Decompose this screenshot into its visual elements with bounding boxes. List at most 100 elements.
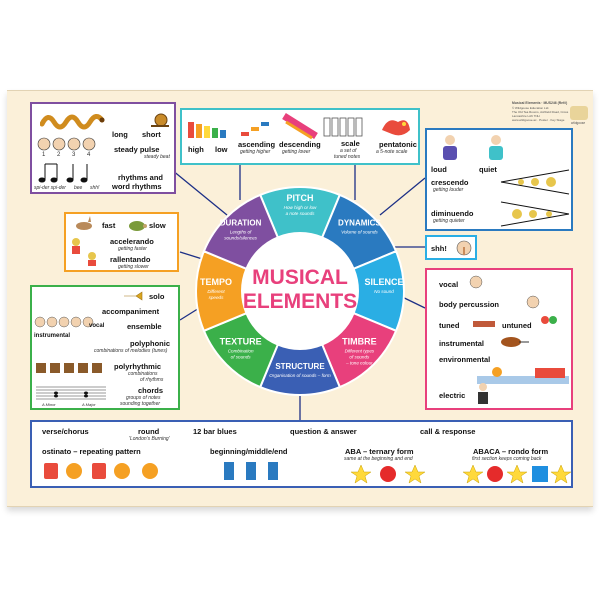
wheel-desc-texture: Combination: [228, 348, 254, 353]
pitch-pentatonic: pentatonic: [379, 140, 417, 149]
shh-face-icon: [456, 240, 472, 256]
dynamics-getting-quieter: getting quieter: [433, 218, 465, 224]
texture-poly-desc2: of rhythms: [140, 377, 164, 383]
dynamics-getting-louder: getting louder: [433, 187, 464, 193]
loud-figure-icon: [443, 135, 457, 160]
structure-12-bar: 12 bar blues: [193, 427, 237, 436]
texture-instrumental: instrumental: [34, 333, 71, 339]
texture-polyphonic-desc: combinations of melodies (tunes): [94, 348, 168, 354]
svg-text:2: 2: [57, 152, 61, 158]
structure-aba: ABA – ternary form: [345, 447, 414, 456]
wheel-label-dynamics: DYNAMICS: [338, 219, 381, 228]
pitch-descending: descending: [279, 140, 321, 149]
structure-abaca: ABACA – rondo form: [473, 447, 549, 456]
tempo-slow: slow: [149, 221, 166, 230]
timbre-electric: electric: [439, 391, 466, 400]
wheel-desc-pitch: How high or low: [284, 205, 317, 210]
timbre-environmental: environmental: [439, 355, 491, 364]
xylophone-icon: [188, 122, 226, 138]
pitch-scale-desc2: tuned notes: [334, 154, 361, 160]
wheel-label-timbre: TIMBRE: [342, 336, 377, 346]
wheel-desc-pitch: a note sounds: [286, 211, 316, 216]
tempo-getting-slower: getting slower: [118, 264, 149, 270]
scale-icon: [323, 117, 363, 137]
duration-spider: spi-der spi-der: [34, 185, 66, 191]
dynamics-panel: loud quiet crescendo getting louder dimi…: [425, 128, 573, 231]
wheel-desc-timbre: – tone colour: [345, 360, 373, 365]
silence-panel: shh!: [425, 235, 477, 260]
drums-row-icon: [36, 363, 102, 373]
structure-verse-chorus: verse/chorus: [42, 427, 89, 436]
crescendo-icon: [500, 169, 570, 195]
timbre-panel: vocal body percussion tuned untuned inst…: [425, 268, 573, 410]
structure-round-desc: 'London's Burning': [129, 436, 170, 442]
texture-chords-desc1: groups of notes: [126, 395, 161, 401]
wheel-label-texture: TEXTURE: [220, 336, 262, 346]
pitch-scale: scale: [341, 139, 360, 148]
drummers-icon: 1 2 3 4: [37, 137, 96, 158]
svg-text:1: 1: [42, 152, 46, 158]
dragon-icon: [382, 120, 410, 136]
wheel-label-duration: DURATION: [220, 219, 262, 228]
snake-icon: [40, 114, 105, 130]
chord-staff-icon: [36, 386, 106, 400]
timbre-tuned: tuned: [439, 321, 460, 330]
abaca-shapes-icon: [462, 464, 572, 484]
wheel-desc-duration: sounds/silences: [224, 236, 257, 241]
duration-steady-pulse: steady pulse: [114, 145, 160, 154]
wheel-desc-structure: Organisation of sounds – form: [269, 373, 331, 378]
structure-ostinato: ostinato – repeating pattern: [42, 447, 141, 456]
clapping-icon: [526, 295, 540, 309]
trumpet-icon: [124, 291, 143, 301]
wheel-desc-dynamics: Volume of sounds: [341, 230, 378, 235]
structure-call-response: call & response: [420, 427, 476, 436]
tempo-getting-faster: getting faster: [118, 246, 147, 252]
wheel-center: [242, 233, 358, 349]
texture-vocal: vocal: [89, 323, 105, 329]
duration-steady-beat: steady beat: [144, 154, 170, 160]
wheel-label-structure: STRUCTURE: [275, 362, 325, 371]
wheel-desc-silence: No sound: [374, 289, 394, 294]
publisher-logo: [570, 106, 588, 120]
texture-panel: solo accompaniment ensemble vocal instru…: [30, 285, 180, 410]
structure-abaca-desc: first section keeps coming back: [472, 456, 542, 462]
dynamics-quiet: quiet: [479, 165, 497, 174]
pitch-getting-lower: getting lower: [282, 149, 311, 155]
pitch-pentatonic-desc: a 5-note scale: [376, 149, 408, 155]
publisher-line3: The Old Tea Rooms, Ashfield Road, Cross: [512, 110, 569, 114]
duration-short: short: [142, 130, 161, 139]
diminuendo-icon: [500, 201, 570, 227]
glockenspiel-icon: [282, 113, 318, 140]
ascending-icon: [241, 122, 269, 136]
dynamics-diminuendo: diminuendo: [431, 209, 474, 218]
tempo-rallentando: rallentando: [110, 255, 151, 264]
structure-panel: verse/chorus round 'London's Burning' 12…: [30, 420, 573, 488]
guitarist-icon: [478, 383, 488, 404]
timbre-untuned: untuned: [502, 321, 532, 330]
timbre-vocal: vocal: [439, 280, 459, 289]
tuned-xylophone-icon: [473, 321, 495, 327]
snail-icon: [151, 113, 169, 127]
pitch-high: high: [188, 145, 204, 154]
texture-a-minor: A Minor: [42, 402, 56, 407]
environment-scene-icon: [477, 367, 569, 384]
pitch-scale-desc1: a set of: [340, 148, 357, 154]
wheel-desc-timbre: of sounds: [349, 354, 370, 359]
texture-polyphonic: polyphonic: [130, 339, 170, 348]
tempo-fast: fast: [102, 221, 116, 230]
tortoise-icon: [129, 221, 147, 231]
center-title-line1: MUSICAL: [252, 266, 348, 289]
hare-icon: [76, 216, 92, 230]
pitch-panel: high low ascending getting higher descen…: [180, 108, 420, 165]
publisher-line4: Lancashire LA6 7NH: [512, 114, 540, 118]
texture-accompaniment: accompaniment: [102, 307, 160, 316]
svg-text:4: 4: [87, 152, 91, 158]
publisher-line2: © Wildgoose Education Ltd.: [512, 106, 550, 110]
duration-shh: shh!: [90, 185, 100, 191]
structure-round: round: [138, 427, 160, 436]
publisher-logo-text: wildgoose: [571, 121, 586, 125]
violin-icon: [501, 337, 529, 347]
wheel-desc-duration: Lengths of: [230, 230, 252, 235]
svg-text:3: 3: [72, 152, 76, 158]
dynamics-loud: loud: [431, 165, 447, 174]
